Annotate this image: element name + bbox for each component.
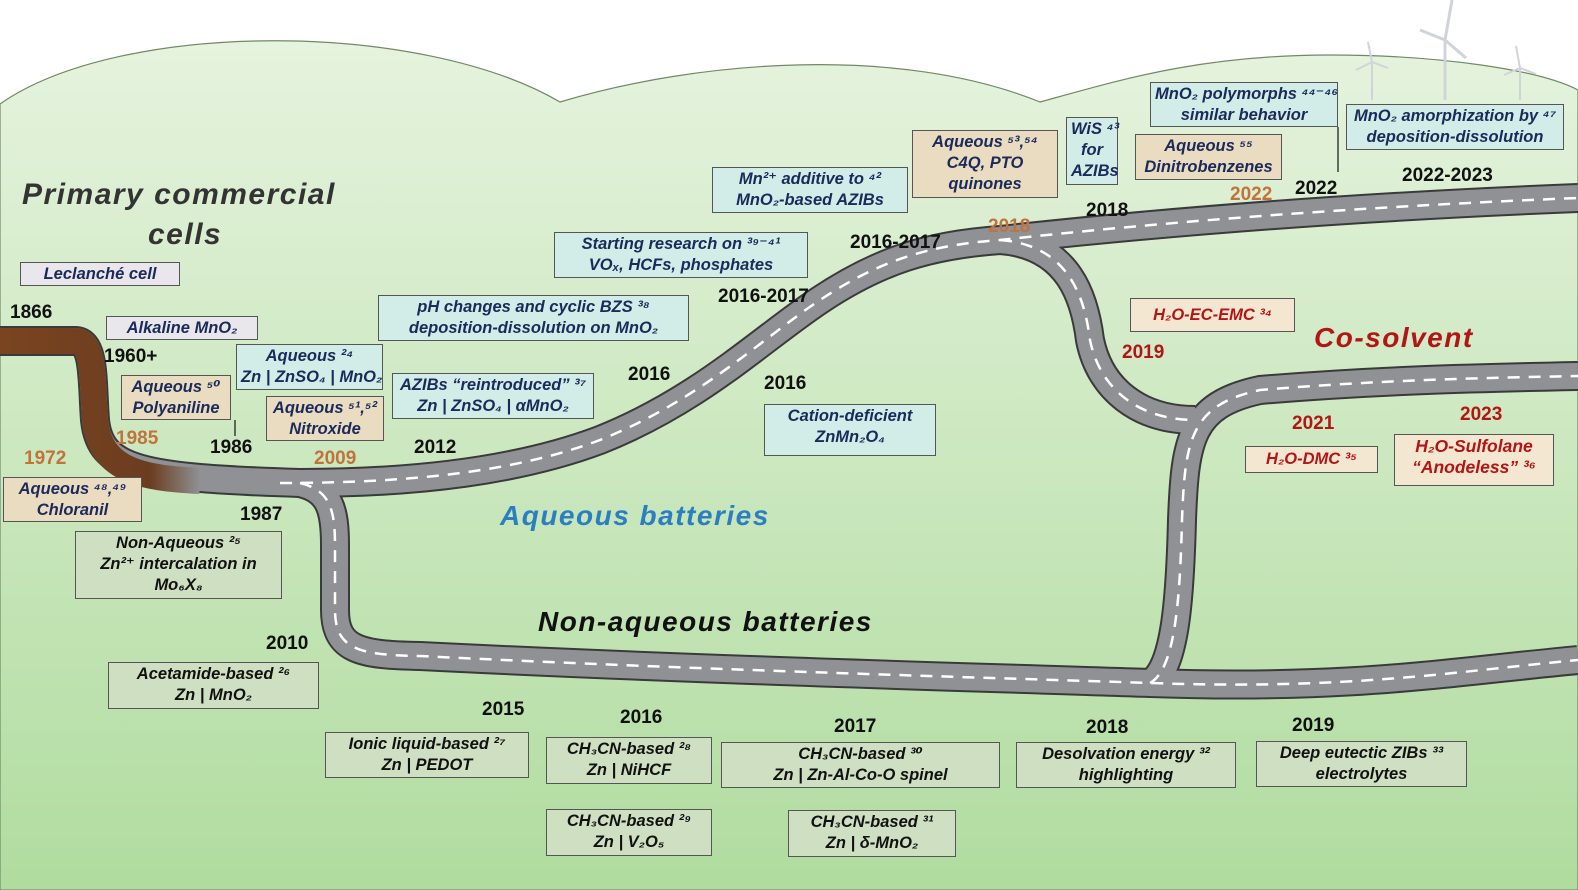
year-1985: 1985 xyxy=(116,428,159,449)
heading-cosolvent: Co-solvent xyxy=(1314,322,1474,353)
year-2010: 2010 xyxy=(266,633,309,654)
year-2023: 2023 xyxy=(1460,404,1503,425)
heading-aqueous-batteries: Aqueous batteries xyxy=(500,500,770,531)
label-h2o-dmc: H₂O-DMC ³⁵ xyxy=(1245,446,1378,473)
year-2017: 2017 xyxy=(834,716,877,737)
heading-primary-commercial: Primary commercial xyxy=(22,178,336,211)
label-leclanche-cell: Leclanché cell xyxy=(20,262,180,286)
heading-nonaqueous-batteries: Non-aqueous batteries xyxy=(538,606,873,637)
label-h2o-sulfolane: H₂O-Sulfolane“Anodeless” ³⁶ xyxy=(1394,434,1554,486)
year-2022-2023: 2022-2023 xyxy=(1402,165,1493,186)
year-2016-2017-b: 2016-2017 xyxy=(850,232,941,253)
year-2016-a: 2016 xyxy=(628,364,671,385)
wind-turbines xyxy=(1355,0,1537,100)
year-1987: 1987 xyxy=(240,504,283,525)
label-alkaline-mno2: Alkaline MnO₂ xyxy=(106,316,258,340)
year-2015: 2015 xyxy=(482,699,525,720)
year-2018-a: 2018 xyxy=(988,216,1031,237)
year-2018-b: 2018 xyxy=(1086,200,1129,221)
year-2016-2017-a: 2016-2017 xyxy=(718,286,809,307)
year-2016-c: 2016 xyxy=(620,707,663,728)
year-2019-b: 2019 xyxy=(1292,715,1335,736)
year-2018-c: 2018 xyxy=(1086,717,1129,738)
year-2022-a: 2022 xyxy=(1230,184,1273,205)
heading-primary-cells: cells xyxy=(148,218,223,251)
year-1866: 1866 xyxy=(10,302,53,323)
year-1986: 1986 xyxy=(210,437,253,458)
early-road xyxy=(0,328,201,494)
year-2016-b: 2016 xyxy=(764,373,807,394)
year-2019-a: 2019 xyxy=(1122,342,1165,363)
year-2012: 2012 xyxy=(414,437,457,458)
year-2009: 2009 xyxy=(314,448,357,469)
year-2021: 2021 xyxy=(1292,413,1335,434)
year-1960: 1960+ xyxy=(104,346,158,367)
year-2022-b: 2022 xyxy=(1295,178,1338,199)
year-1972: 1972 xyxy=(24,448,67,469)
label-h2o-ec-emc: H₂O-EC-EMC ³⁴ xyxy=(1130,298,1295,332)
